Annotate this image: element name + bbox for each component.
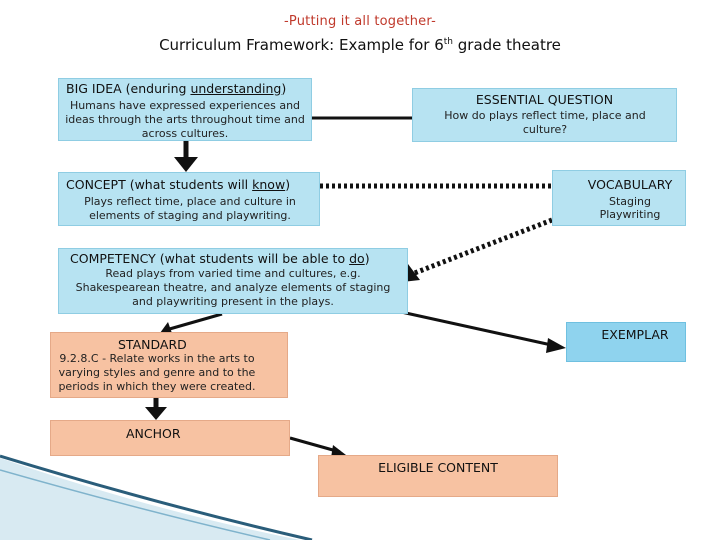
big-idea-label-underlined: understanding [190, 81, 282, 96]
anchor-label: ANCHOR [126, 426, 181, 441]
decorative-swoosh-line2 [0, 469, 271, 540]
arrowhead-anchor [145, 407, 167, 420]
title-main: Curriculum Framework: Example for 6 [159, 36, 444, 54]
standard-label: STANDARD [118, 337, 187, 352]
arrowhead-eligible [331, 445, 346, 458]
concept-label-post: ) [285, 177, 291, 192]
standard-box [50, 332, 288, 398]
competency-label-post: ) [364, 251, 370, 266]
title-superscript: th [443, 37, 453, 47]
concept-label-underlined: know [252, 177, 286, 192]
concept-label: CONCEPT (what students will know) [66, 177, 290, 192]
subtitle: -Putting it all together- [284, 14, 436, 29]
big-idea-label-post: ) [281, 81, 287, 96]
connector-competency-standard [165, 312, 223, 332]
big-idea-label-pre: BIG IDEA (enduring [66, 81, 191, 96]
competency-label-pre: COMPETENCY (what students will be able t… [70, 251, 350, 266]
connector-vocabulary-competency [411, 217, 553, 277]
big-idea-label: BIG IDEA (enduring understanding) [66, 81, 286, 96]
competency-label-underlined: do [349, 251, 365, 266]
connector-anchor-eligible [289, 436, 341, 454]
exemplar-box [566, 322, 686, 362]
vocabulary-label: VOCABULARY [587, 177, 673, 192]
competency-box [58, 248, 408, 314]
decorative-swoosh [0, 458, 300, 540]
decorative-swoosh-line [0, 454, 313, 540]
exemplar-label: EXEMPLAR [601, 327, 669, 342]
essential-question-label: ESSENTIAL QUESTION [475, 92, 614, 107]
title-tail: grade theatre [452, 36, 561, 54]
vocabulary-box [552, 170, 686, 226]
concept-box [58, 172, 320, 226]
vocabulary-item: Staging [608, 195, 652, 208]
vocabulary-item: Playwriting [599, 208, 661, 221]
competency-label: COMPETENCY (what students will be able t… [70, 251, 370, 266]
big-idea-text: Humans have expressed experiences and id… [65, 99, 305, 140]
concept-text: Plays reflect time, place and culture in… [84, 195, 296, 222]
essential-question-box [412, 88, 677, 142]
competency-text: Read plays from varied time and cultures… [75, 267, 391, 308]
page-title: Curriculum Framework: Example for 6th gr… [0, 36, 720, 54]
big-idea-box [58, 78, 312, 141]
standard-text: 9.2.8.C - Relate works in the arts to va… [58, 352, 256, 393]
essential-question-text: How do plays reflect time, place and cul… [444, 109, 646, 136]
arrowhead-exemplar [546, 338, 566, 353]
anchor-box [50, 420, 290, 456]
arrowhead-concept [174, 157, 198, 172]
eligible-content-label: ELIGIBLE CONTENT [378, 460, 498, 475]
concept-label-pre: CONCEPT (what students will [66, 177, 253, 192]
eligible-content-box [318, 455, 558, 497]
